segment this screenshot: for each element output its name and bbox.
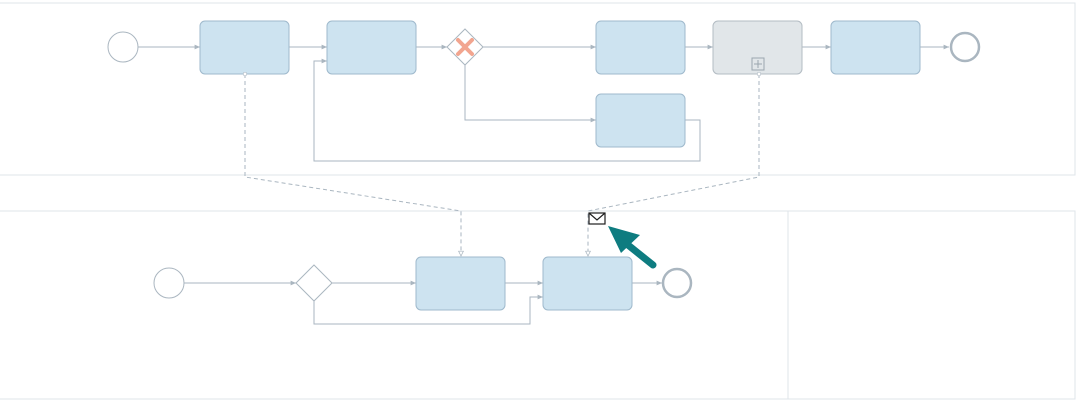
task-a[interactable] bbox=[415, 256, 506, 311]
end-event[interactable] bbox=[949, 31, 981, 63]
message-flow[interactable] bbox=[588, 74, 759, 256]
task-1[interactable] bbox=[199, 20, 290, 75]
task-2[interactable] bbox=[326, 20, 417, 75]
exclusive-gateway-bottom[interactable] bbox=[295, 264, 333, 302]
task-4[interactable] bbox=[595, 93, 686, 148]
start-event[interactable] bbox=[107, 31, 139, 63]
sequence-flow-branch[interactable] bbox=[464, 65, 596, 123]
message-flow[interactable] bbox=[245, 74, 461, 256]
sequence-flow-bypass[interactable] bbox=[313, 294, 543, 325]
start-event-bottom[interactable] bbox=[153, 267, 185, 299]
task-b[interactable] bbox=[542, 256, 633, 311]
plus-box-icon bbox=[751, 57, 765, 71]
envelope-icon[interactable] bbox=[588, 212, 606, 225]
pool-bottom[interactable] bbox=[0, 210, 1076, 400]
arrow-cursor-icon bbox=[608, 226, 657, 269]
task-3[interactable] bbox=[595, 20, 686, 75]
task-5[interactable] bbox=[830, 20, 921, 75]
end-event-bottom[interactable] bbox=[661, 267, 693, 299]
x-icon bbox=[456, 38, 474, 56]
